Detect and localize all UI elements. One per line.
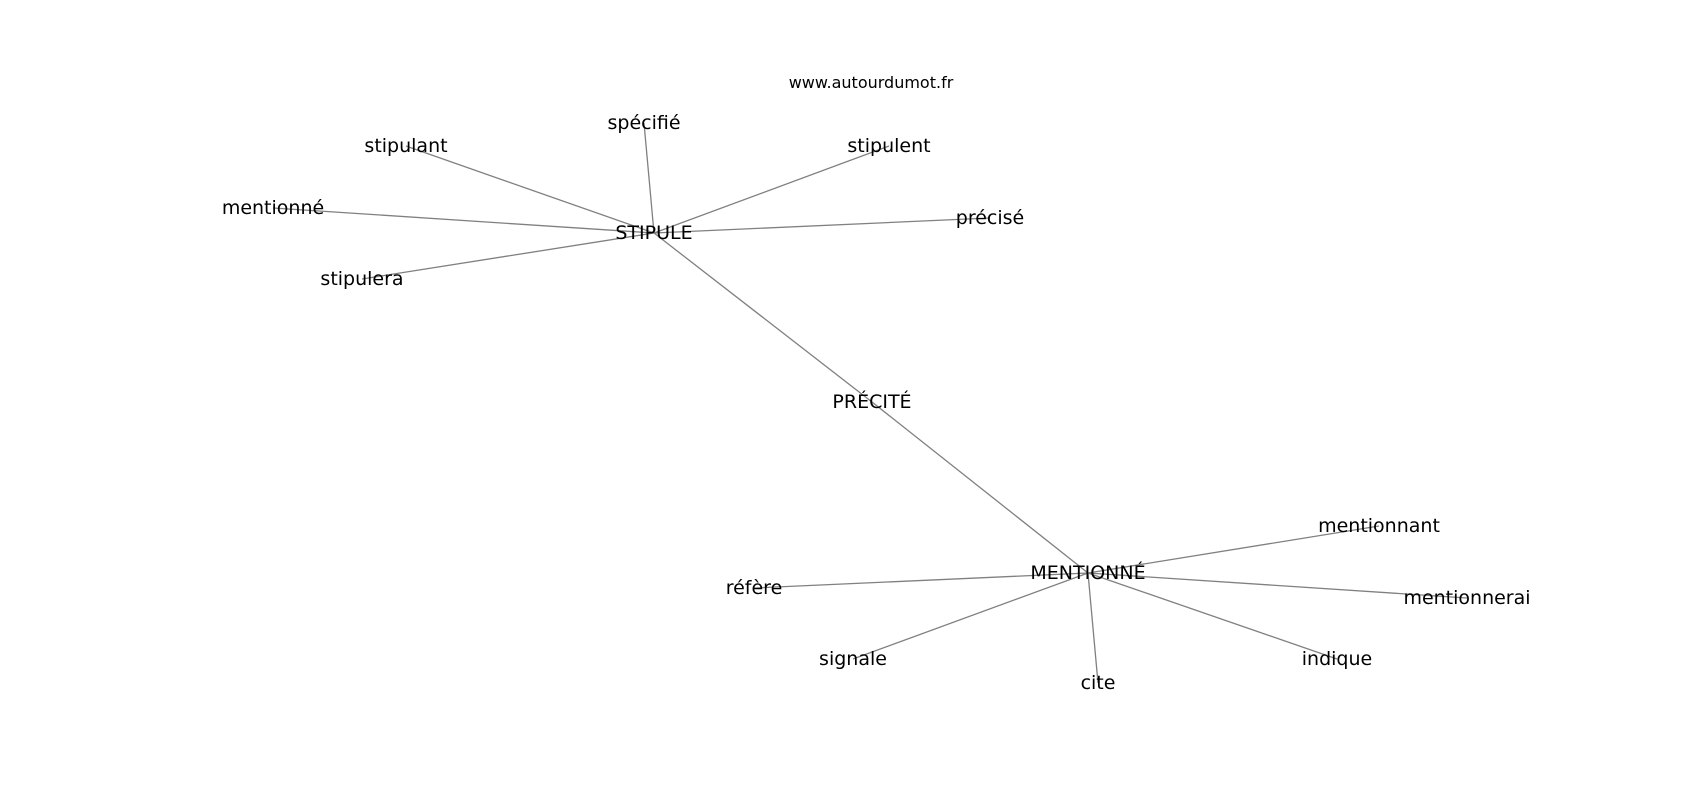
graph-edges (272, 122, 1468, 684)
node-indique: indique (1302, 648, 1372, 670)
edge-mentionne_hub-indique (1087, 572, 1338, 660)
edge-stipule-stipulant (405, 145, 655, 234)
node-stipulent: stipulent (847, 135, 930, 157)
edge-mentionne_hub-mentionnerai (1087, 572, 1468, 599)
node-stipule: STIPULE (615, 222, 692, 244)
edge-precite-mentionne_hub (871, 401, 1089, 574)
edge-stipule-precite (653, 232, 873, 403)
node-cite: cite (1081, 672, 1116, 694)
edge-stipule-precise (653, 217, 991, 234)
edge-mentionne_hub-refere (753, 572, 1089, 589)
node-stipulant: stipulant (364, 135, 447, 157)
node-stipulera: stipulera (320, 268, 403, 290)
node-precise: précisé (956, 207, 1024, 229)
node-mentionne: mentionné (222, 197, 324, 219)
node-mentionnerai: mentionnerai (1403, 587, 1530, 609)
edge-mentionne_hub-cite (1087, 572, 1099, 684)
node-precite: PRÉCITÉ (832, 390, 911, 413)
graph-nodes: PRÉCITÉ STIPULE MENTIONNÉ spécifié stipulant… (222, 112, 1531, 694)
node-specifie: spécifié (607, 112, 680, 134)
edge-mentionne_hub-mentionnant (1087, 525, 1380, 574)
edge-stipule-mentionne (272, 207, 655, 234)
edge-stipule-stipulent (653, 145, 890, 234)
edge-mentionne_hub-signale (852, 572, 1089, 660)
edge-stipule-stipulera (361, 232, 655, 280)
node-refere: réfère (726, 577, 783, 599)
edge-stipule-specifie (643, 122, 655, 234)
node-signale: signale (819, 648, 887, 670)
credit-text: www.autourdumot.fr (789, 73, 954, 92)
node-mentionnant: mentionnant (1318, 515, 1440, 537)
node-mentionne_hub: MENTIONNÉ (1030, 561, 1145, 584)
